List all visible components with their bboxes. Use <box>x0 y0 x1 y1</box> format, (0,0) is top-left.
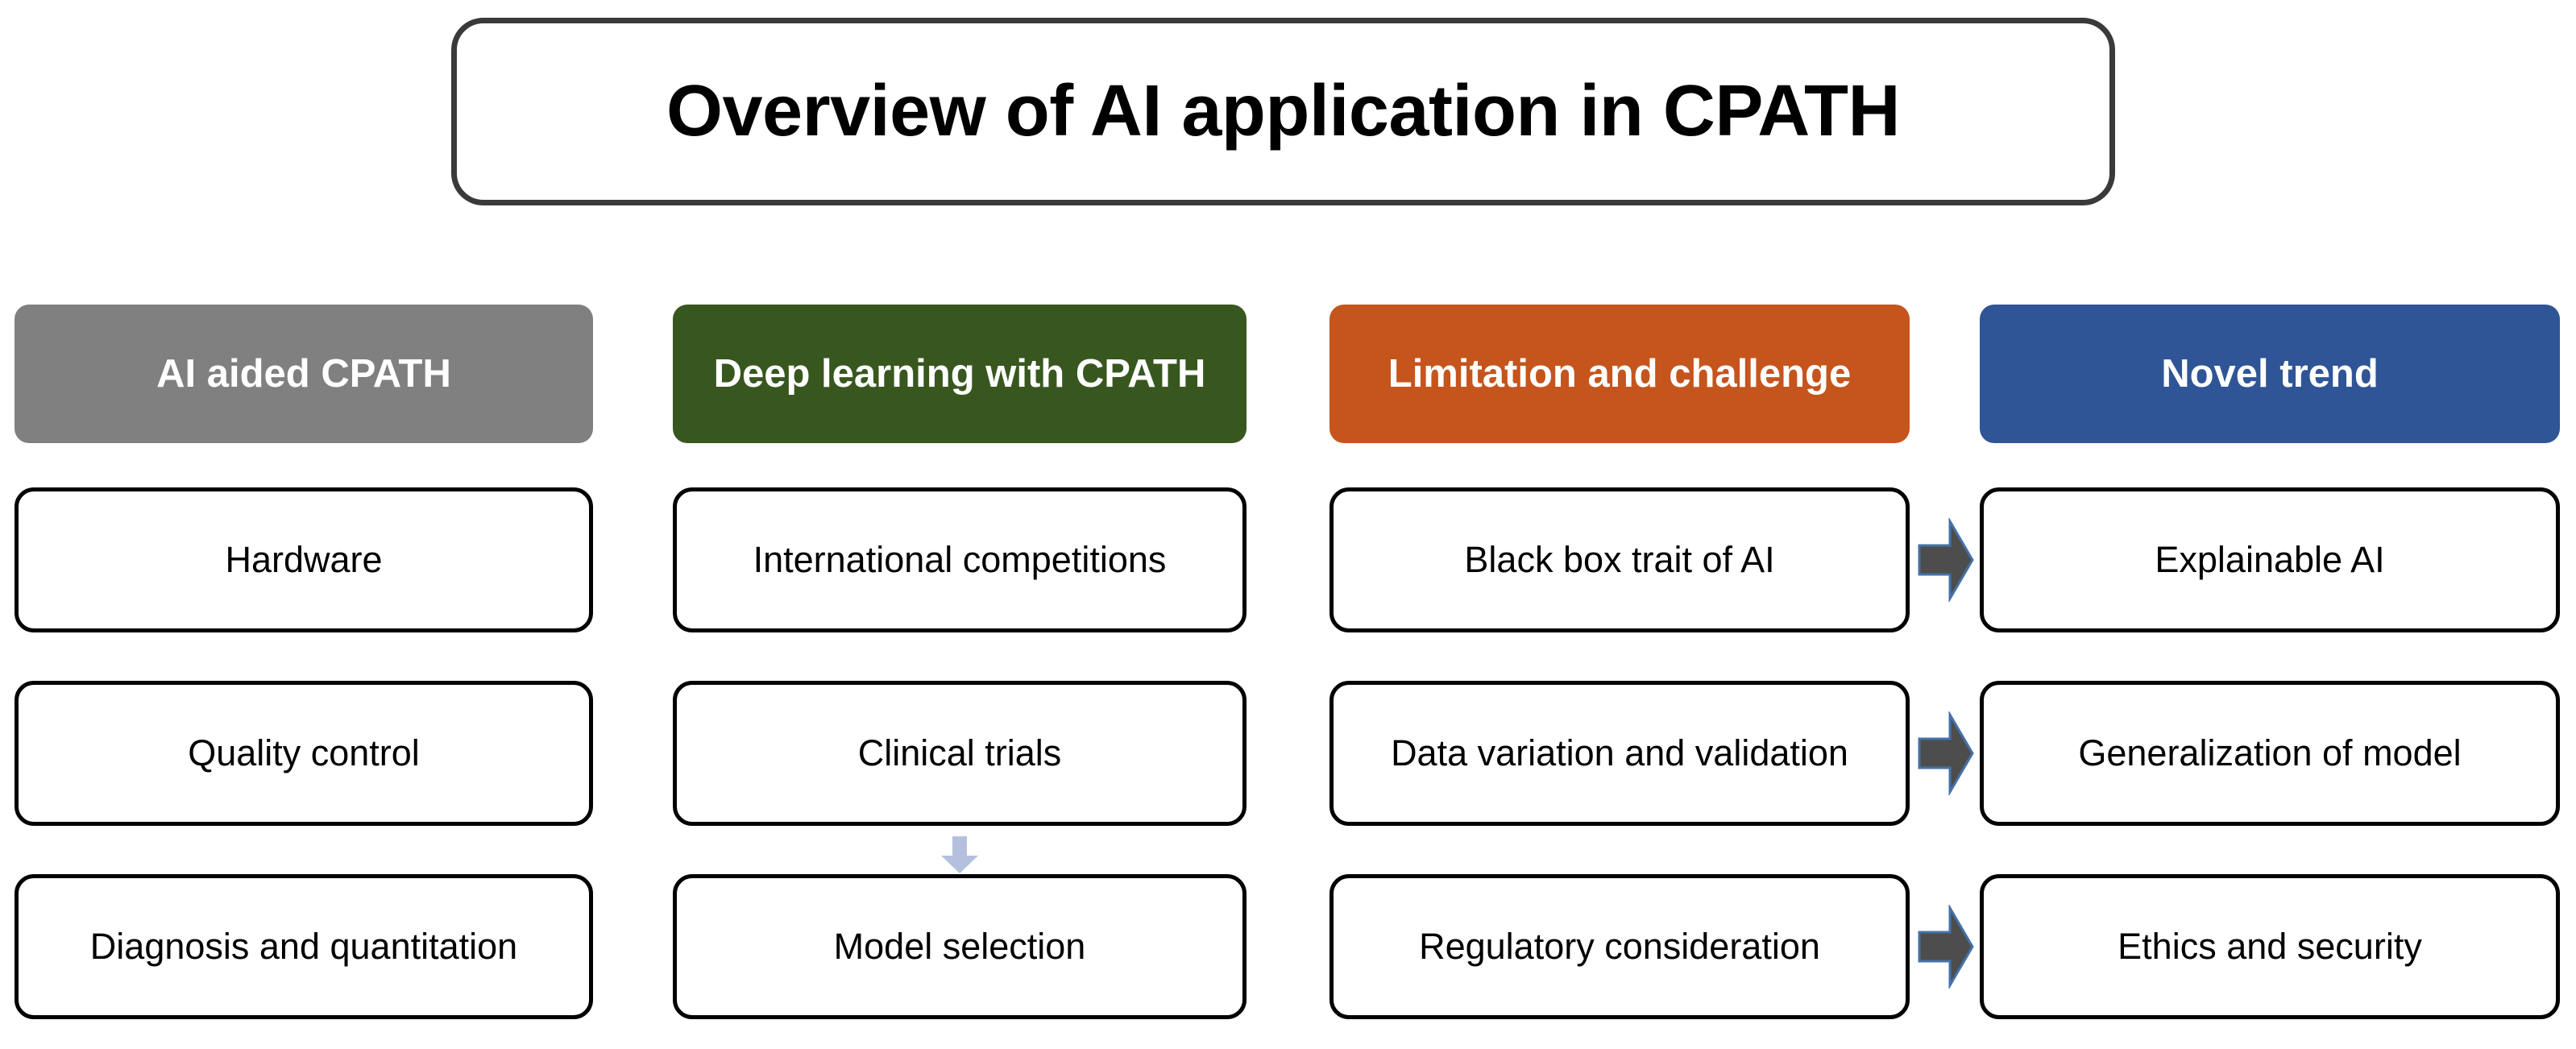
card-label: International competitions <box>753 539 1167 581</box>
card-data-variation-and-validation[interactable]: Data variation and validation <box>1329 681 1910 826</box>
card-label: Data variation and validation <box>1391 732 1848 774</box>
card-label: Explainable AI <box>2155 539 2385 581</box>
card-label: Quality control <box>188 732 420 774</box>
card-label: Model selection <box>833 926 1086 968</box>
arrow-down-icon-col-2 <box>941 836 978 873</box>
card-label: Generalization of model <box>2078 732 2462 774</box>
column-header-ai-aided-cpath[interactable]: AI aided CPATH <box>15 305 593 443</box>
column-header-limitation-and-challenge[interactable]: Limitation and challenge <box>1329 305 1910 443</box>
column-header-deep-learning-with-cpath[interactable]: Deep learning with CPATH <box>673 305 1247 443</box>
column-header-novel-trend[interactable]: Novel trend <box>1980 305 2560 443</box>
column-header-label: Novel trend <box>2161 351 2379 396</box>
card-regulatory-consideration[interactable]: Regulatory consideration <box>1329 874 1910 1019</box>
card-generalization-of-model[interactable]: Generalization of model <box>1980 681 2560 826</box>
card-model-selection[interactable]: Model selection <box>673 874 1247 1019</box>
page-title-box: Overview of AI application in CPATH <box>451 18 2115 205</box>
card-clinical-trials[interactable]: Clinical trials <box>673 681 1247 826</box>
column-header-label: AI aided CPATH <box>156 351 451 396</box>
card-explainable-ai[interactable]: Explainable AI <box>1980 487 2560 632</box>
column-header-label: Deep learning with CPATH <box>713 351 1206 396</box>
card-label: Diagnosis and quantitation <box>89 926 518 968</box>
card-hardware[interactable]: Hardware <box>15 487 593 632</box>
arrow-right-icon-row-1 <box>1918 518 1974 602</box>
column-header-label: Limitation and challenge <box>1388 351 1852 396</box>
page-title: Overview of AI application in CPATH <box>666 71 1901 151</box>
card-quality-control[interactable]: Quality control <box>15 681 593 826</box>
arrow-right-icon-row-3 <box>1918 905 1974 989</box>
card-diagnosis-and-quantitation[interactable]: Diagnosis and quantitation <box>15 874 593 1019</box>
card-international-competitions[interactable]: International competitions <box>673 487 1247 632</box>
card-black-box-trait-of-ai[interactable]: Black box trait of AI <box>1329 487 1910 632</box>
card-label: Black box trait of AI <box>1464 539 1775 581</box>
card-label: Hardware <box>225 539 383 581</box>
arrow-right-icon-row-2 <box>1918 711 1974 795</box>
card-label: Clinical trials <box>857 732 1062 774</box>
card-ethics-and-security[interactable]: Ethics and security <box>1980 874 2560 1019</box>
card-label: Ethics and security <box>2118 926 2422 968</box>
card-label: Regulatory consideration <box>1419 926 1820 968</box>
